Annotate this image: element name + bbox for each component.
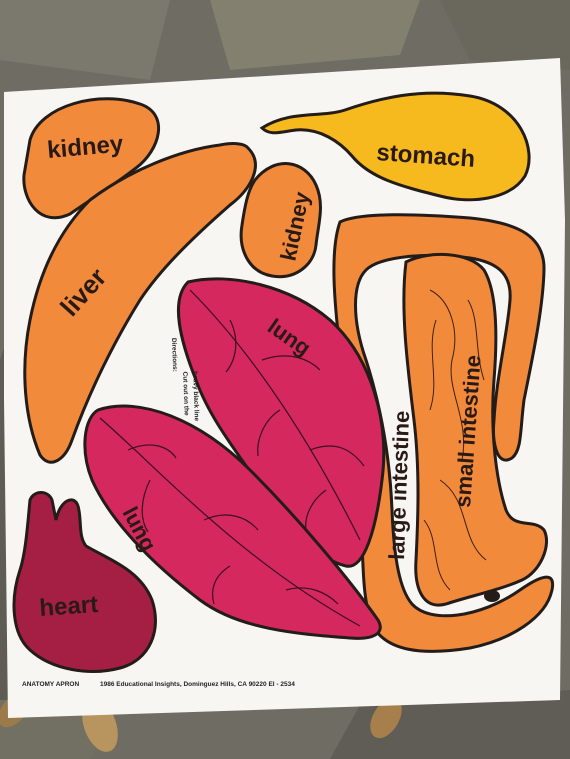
heart-label: heart: [39, 591, 99, 622]
kidney-right: [239, 162, 322, 279]
small-intestine: [402, 252, 549, 607]
directions-line2: Cut out on the: [181, 371, 190, 416]
kidney-top-left: [22, 97, 160, 220]
appendix-spot: [484, 590, 500, 602]
intestine-veins: [423, 289, 487, 591]
directions-line3: heavy black line: [191, 371, 200, 421]
footer-copyright: 1986 Educational Insights, Dominguez Hil…: [100, 681, 295, 688]
lung-lower: [83, 404, 382, 640]
lung-upper-veins: [189, 289, 365, 541]
directions-note: Directions: Cut out on the heavy black l…: [170, 338, 200, 422]
liver: [23, 142, 257, 464]
footer-title: ANATOMY APRON: [22, 681, 79, 688]
heart: [12, 491, 157, 673]
stomach: [259, 91, 531, 202]
kidney-top-label: kidney: [46, 130, 125, 164]
lung-lower-veins: [99, 417, 361, 627]
large-intestine-label: large intestine: [384, 410, 414, 560]
lung-upper: [176, 277, 386, 568]
directions-line1: Directions:: [170, 338, 178, 372]
